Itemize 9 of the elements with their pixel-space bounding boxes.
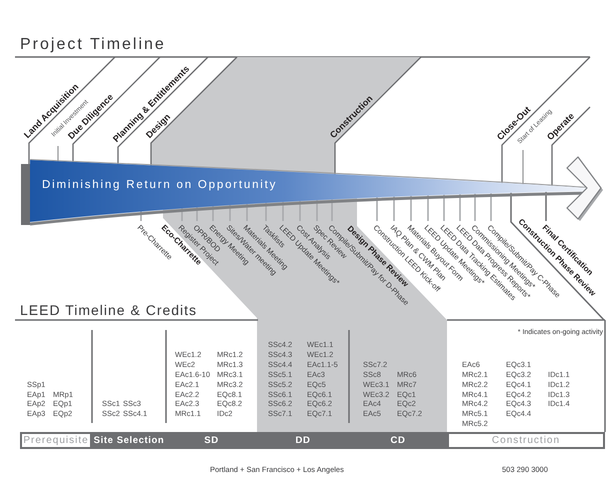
- arrow-label: Diminishing Return on Opportunity: [42, 178, 278, 193]
- phase-segment: Construction: [447, 432, 605, 449]
- phase-segment: DD: [257, 432, 349, 449]
- section-heading: LEED Timeline & Credits: [20, 302, 198, 318]
- phase-segment: SD: [166, 432, 257, 449]
- phase-segment: CD: [349, 432, 447, 449]
- phase-segment: Site Selection: [92, 432, 166, 449]
- page-title: Project Timeline: [20, 35, 166, 54]
- phase-segment: Prerequisite: [20, 432, 92, 449]
